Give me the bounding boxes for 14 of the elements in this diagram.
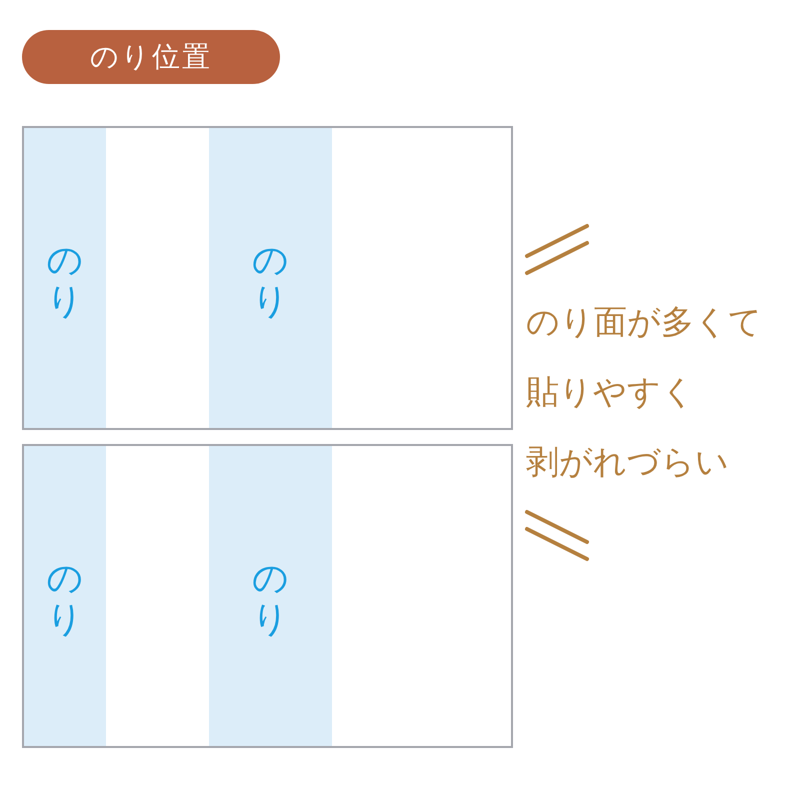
glue-strip xyxy=(24,128,106,428)
note-text: のり面が多くて xyxy=(526,301,762,343)
glue-strip xyxy=(24,446,106,746)
sheet-box xyxy=(22,444,513,748)
note-text: 貼りやすく xyxy=(526,371,695,413)
sheet-box xyxy=(22,126,513,430)
glue-strip xyxy=(209,128,332,428)
glue-label: のり xyxy=(251,558,290,641)
glue-strip xyxy=(209,446,332,746)
glue-label: のり xyxy=(46,240,84,323)
glue-label: のり xyxy=(251,240,290,323)
note-text: 剥がれづらい xyxy=(526,441,729,483)
glue-label: のり xyxy=(46,558,84,641)
heading-pill: のり位置 xyxy=(22,30,280,84)
